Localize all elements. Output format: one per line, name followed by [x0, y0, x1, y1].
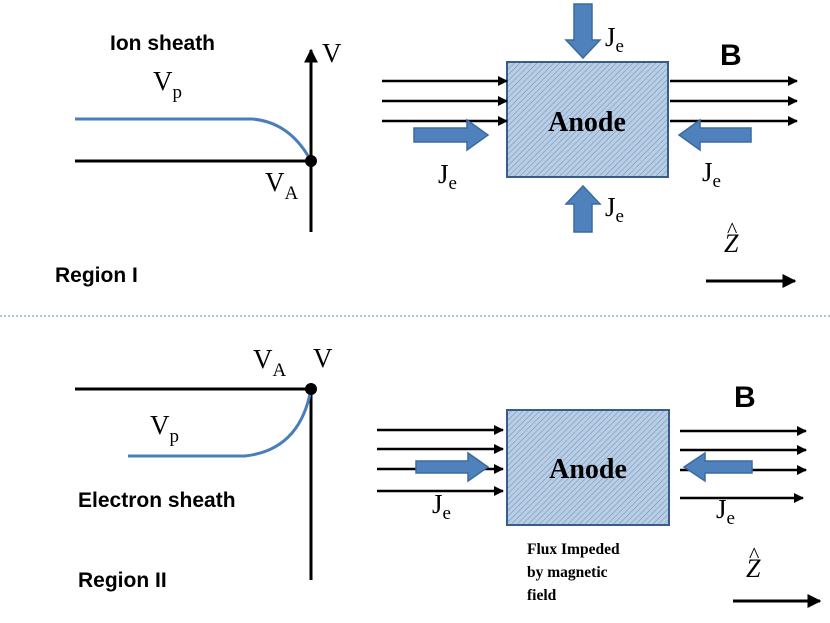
z-label: Z	[746, 554, 761, 583]
region-1-label: Region I	[55, 264, 138, 287]
current-arrows-2	[415, 451, 753, 483]
je-label-right: Je	[716, 494, 735, 529]
potential-plot-2: V VA Vp	[75, 343, 333, 580]
plasma-potential-curve	[128, 388, 313, 458]
left-current-arrow	[682, 451, 753, 483]
electron-sheath-title: Electron sheath	[78, 489, 236, 512]
z-hat: ^	[749, 542, 760, 567]
v-axis-label: V	[322, 38, 342, 68]
je-label-right: Je	[702, 157, 721, 192]
anode-point	[305, 155, 317, 167]
anode-label: Anode	[548, 107, 626, 138]
plasma-potential-curve	[75, 117, 313, 162]
va-label: VA	[253, 344, 287, 381]
z-label: Z	[724, 229, 739, 258]
left-current-arrow	[677, 118, 752, 152]
anode-point	[305, 383, 317, 395]
je-label-top: Je	[605, 22, 624, 57]
up-current-arrow	[564, 184, 602, 233]
je-label-left: Je	[438, 159, 457, 194]
ion-sheath-title: Ion sheath	[110, 32, 215, 55]
flux-note-line-3: field	[527, 587, 557, 604]
down-current-arrow	[564, 3, 602, 60]
anode-2: Anode	[506, 409, 670, 526]
je-label-left: Je	[432, 489, 451, 524]
flux-note-line-2: by magnetic	[527, 564, 608, 581]
region-1: Ion sheath Region I V Vp VA Anode B	[55, 3, 798, 288]
z-axis-1: Z ^	[706, 217, 797, 288]
current-arrows-1	[413, 3, 752, 233]
vp-label: Vp	[150, 410, 179, 447]
anode-label: Anode	[549, 454, 627, 485]
potential-plot-1: V Vp VA	[75, 38, 342, 232]
z-axis-2: Z ^	[733, 542, 822, 608]
region-2-label: Region II	[78, 569, 167, 592]
right-current-arrow	[415, 451, 490, 483]
je-label-bottom: Je	[605, 192, 624, 227]
anode-1: Anode	[506, 61, 669, 178]
flux-note: Flux Impeded by magnetic field	[527, 541, 620, 604]
v-axis-label: V	[313, 343, 333, 373]
va-label: VA	[265, 167, 299, 204]
b-field-label: B	[720, 39, 742, 72]
flux-note-line-1: Flux Impeded	[527, 541, 620, 558]
region-2: Electron sheath Region II V VA Vp Anode	[75, 343, 822, 608]
vp-label: Vp	[153, 66, 182, 103]
field-lines-1	[382, 76, 798, 126]
right-current-arrow	[413, 118, 490, 152]
anode-box	[506, 409, 670, 526]
z-hat: ^	[727, 217, 738, 242]
b-field-label: B	[734, 381, 756, 414]
